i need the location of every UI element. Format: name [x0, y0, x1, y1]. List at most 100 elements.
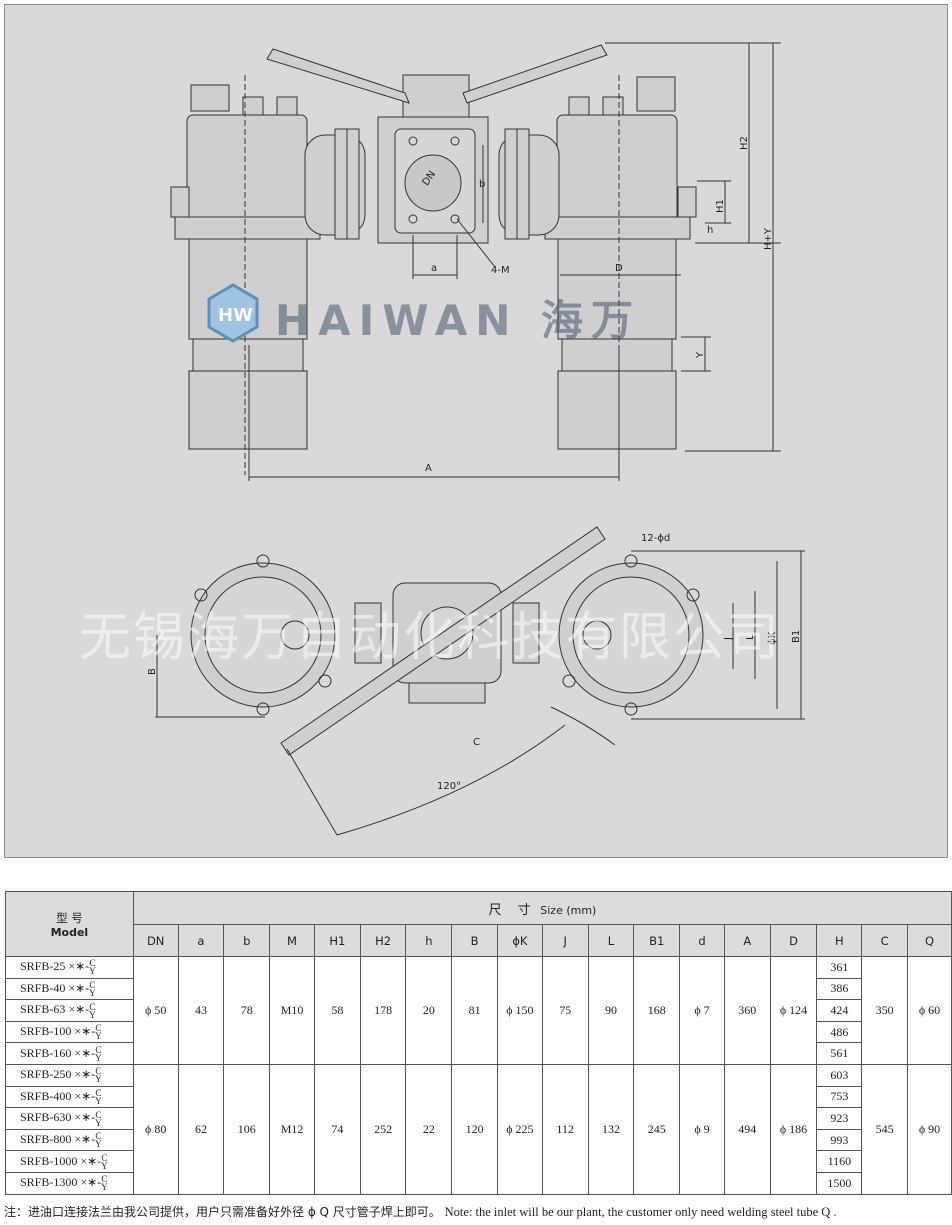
spec-value: 120: [451, 1063, 498, 1195]
spec-value: 494: [723, 1063, 771, 1195]
suffix-top: C: [95, 1023, 102, 1034]
spec-value: 106: [223, 1063, 271, 1195]
suffix-bottom: Y: [95, 1117, 102, 1128]
model-name: SRFB-400 ×∗-: [20, 1088, 96, 1103]
spec-value: 545: [861, 1063, 909, 1195]
suffix-bottom: Y: [89, 966, 96, 977]
label-h1: H1: [715, 199, 726, 213]
h-value: 424: [816, 999, 863, 1022]
suffix-bottom: Y: [89, 1009, 96, 1020]
h-value: 603: [816, 1063, 863, 1087]
spec-value: 360: [723, 956, 771, 1065]
h-value: 993: [816, 1128, 863, 1152]
suffix-bottom: Y: [95, 1074, 102, 1085]
column-header: L: [587, 924, 635, 957]
suffix-top: C: [95, 1087, 102, 1098]
spec-value: 252: [359, 1063, 407, 1195]
column-header: a: [177, 924, 225, 957]
spec-value: 62: [177, 1063, 225, 1195]
top-view: [155, 526, 805, 836]
suffix-bottom: Y: [95, 1095, 102, 1106]
spec-value: ϕ 124: [769, 956, 818, 1065]
label-4m: 4-M: [491, 265, 510, 276]
spec-value: 90: [587, 956, 635, 1065]
watermark-company: 无锡海万自动化科技有限公司: [79, 608, 782, 668]
footnote-cn: 注：进油口连接法兰由我公司提供，用户只需准备好外径 ϕ Q 尺寸管子焊上即可。: [4, 1205, 441, 1219]
label-c: C: [473, 737, 480, 748]
spec-value: 20: [405, 956, 453, 1065]
model-name: SRFB-40 ×∗-: [20, 980, 90, 995]
spec-value: 43: [177, 956, 225, 1065]
spec-value: 75: [541, 956, 589, 1065]
model-name: SRFB-160 ×∗-: [20, 1045, 96, 1060]
label-phik: ϕK: [767, 631, 778, 645]
column-header: d: [679, 924, 725, 957]
spec-value: ϕ 50: [132, 956, 179, 1065]
suffix-top: C: [95, 1066, 102, 1077]
haiwan-logo: HW: [207, 283, 259, 343]
spec-value: ϕ 186: [769, 1063, 818, 1195]
spec-value: 22: [405, 1063, 453, 1195]
footnote: 注：进油口连接法兰由我公司提供，用户只需准备好外径 ϕ Q 尺寸管子焊上即可。 …: [4, 1203, 837, 1220]
label-d-holes: 12-ϕd: [641, 533, 670, 544]
watermark-brand-en: HAIWAN: [275, 296, 519, 345]
label-angle: 120°: [437, 781, 461, 792]
spec-value: M10: [269, 956, 315, 1065]
h-value: 361: [816, 956, 863, 979]
model-name: SRFB-100 ×∗-: [20, 1023, 96, 1038]
column-header: J: [541, 924, 589, 957]
spec-value: ϕ 7: [679, 956, 725, 1065]
suffix-bottom: Y: [89, 988, 96, 999]
spec-value: ϕ 80: [132, 1063, 179, 1195]
spec-value: 58: [313, 956, 361, 1065]
column-header: h: [405, 924, 453, 957]
label-b-cap: B: [147, 668, 158, 675]
model-header-cn: 型 号: [56, 910, 83, 925]
label-l: L: [745, 634, 756, 640]
label-a: a: [431, 263, 437, 274]
suffix-bottom: Y: [95, 1031, 102, 1042]
model-name: SRFB-1300 ×∗-: [20, 1175, 102, 1190]
model-name: SRFB-800 ×∗-: [20, 1131, 96, 1146]
size-header-cn: 尺 寸: [488, 902, 537, 918]
spec-value: 112: [541, 1063, 589, 1195]
size-header-en: Size (mm): [540, 903, 597, 917]
suffix-top: C: [89, 980, 96, 991]
suffix-top: C: [95, 1109, 102, 1120]
column-header: C: [861, 924, 909, 957]
suffix-top: C: [101, 1174, 108, 1185]
suffix-top: C: [95, 1131, 102, 1142]
column-header: DN: [132, 924, 179, 957]
spec-value: 78: [223, 956, 271, 1065]
spec-value: M12: [269, 1063, 315, 1195]
suffix-bottom: Y: [95, 1052, 102, 1063]
model-name: SRFB-250 ×∗-: [20, 1067, 96, 1082]
h-value: 1160: [816, 1150, 863, 1173]
spec-value: ϕ 9: [679, 1063, 725, 1195]
suffix-top: C: [101, 1152, 108, 1163]
column-header: H2: [359, 924, 407, 957]
label-j: J: [723, 637, 734, 641]
column-header: b: [223, 924, 271, 957]
